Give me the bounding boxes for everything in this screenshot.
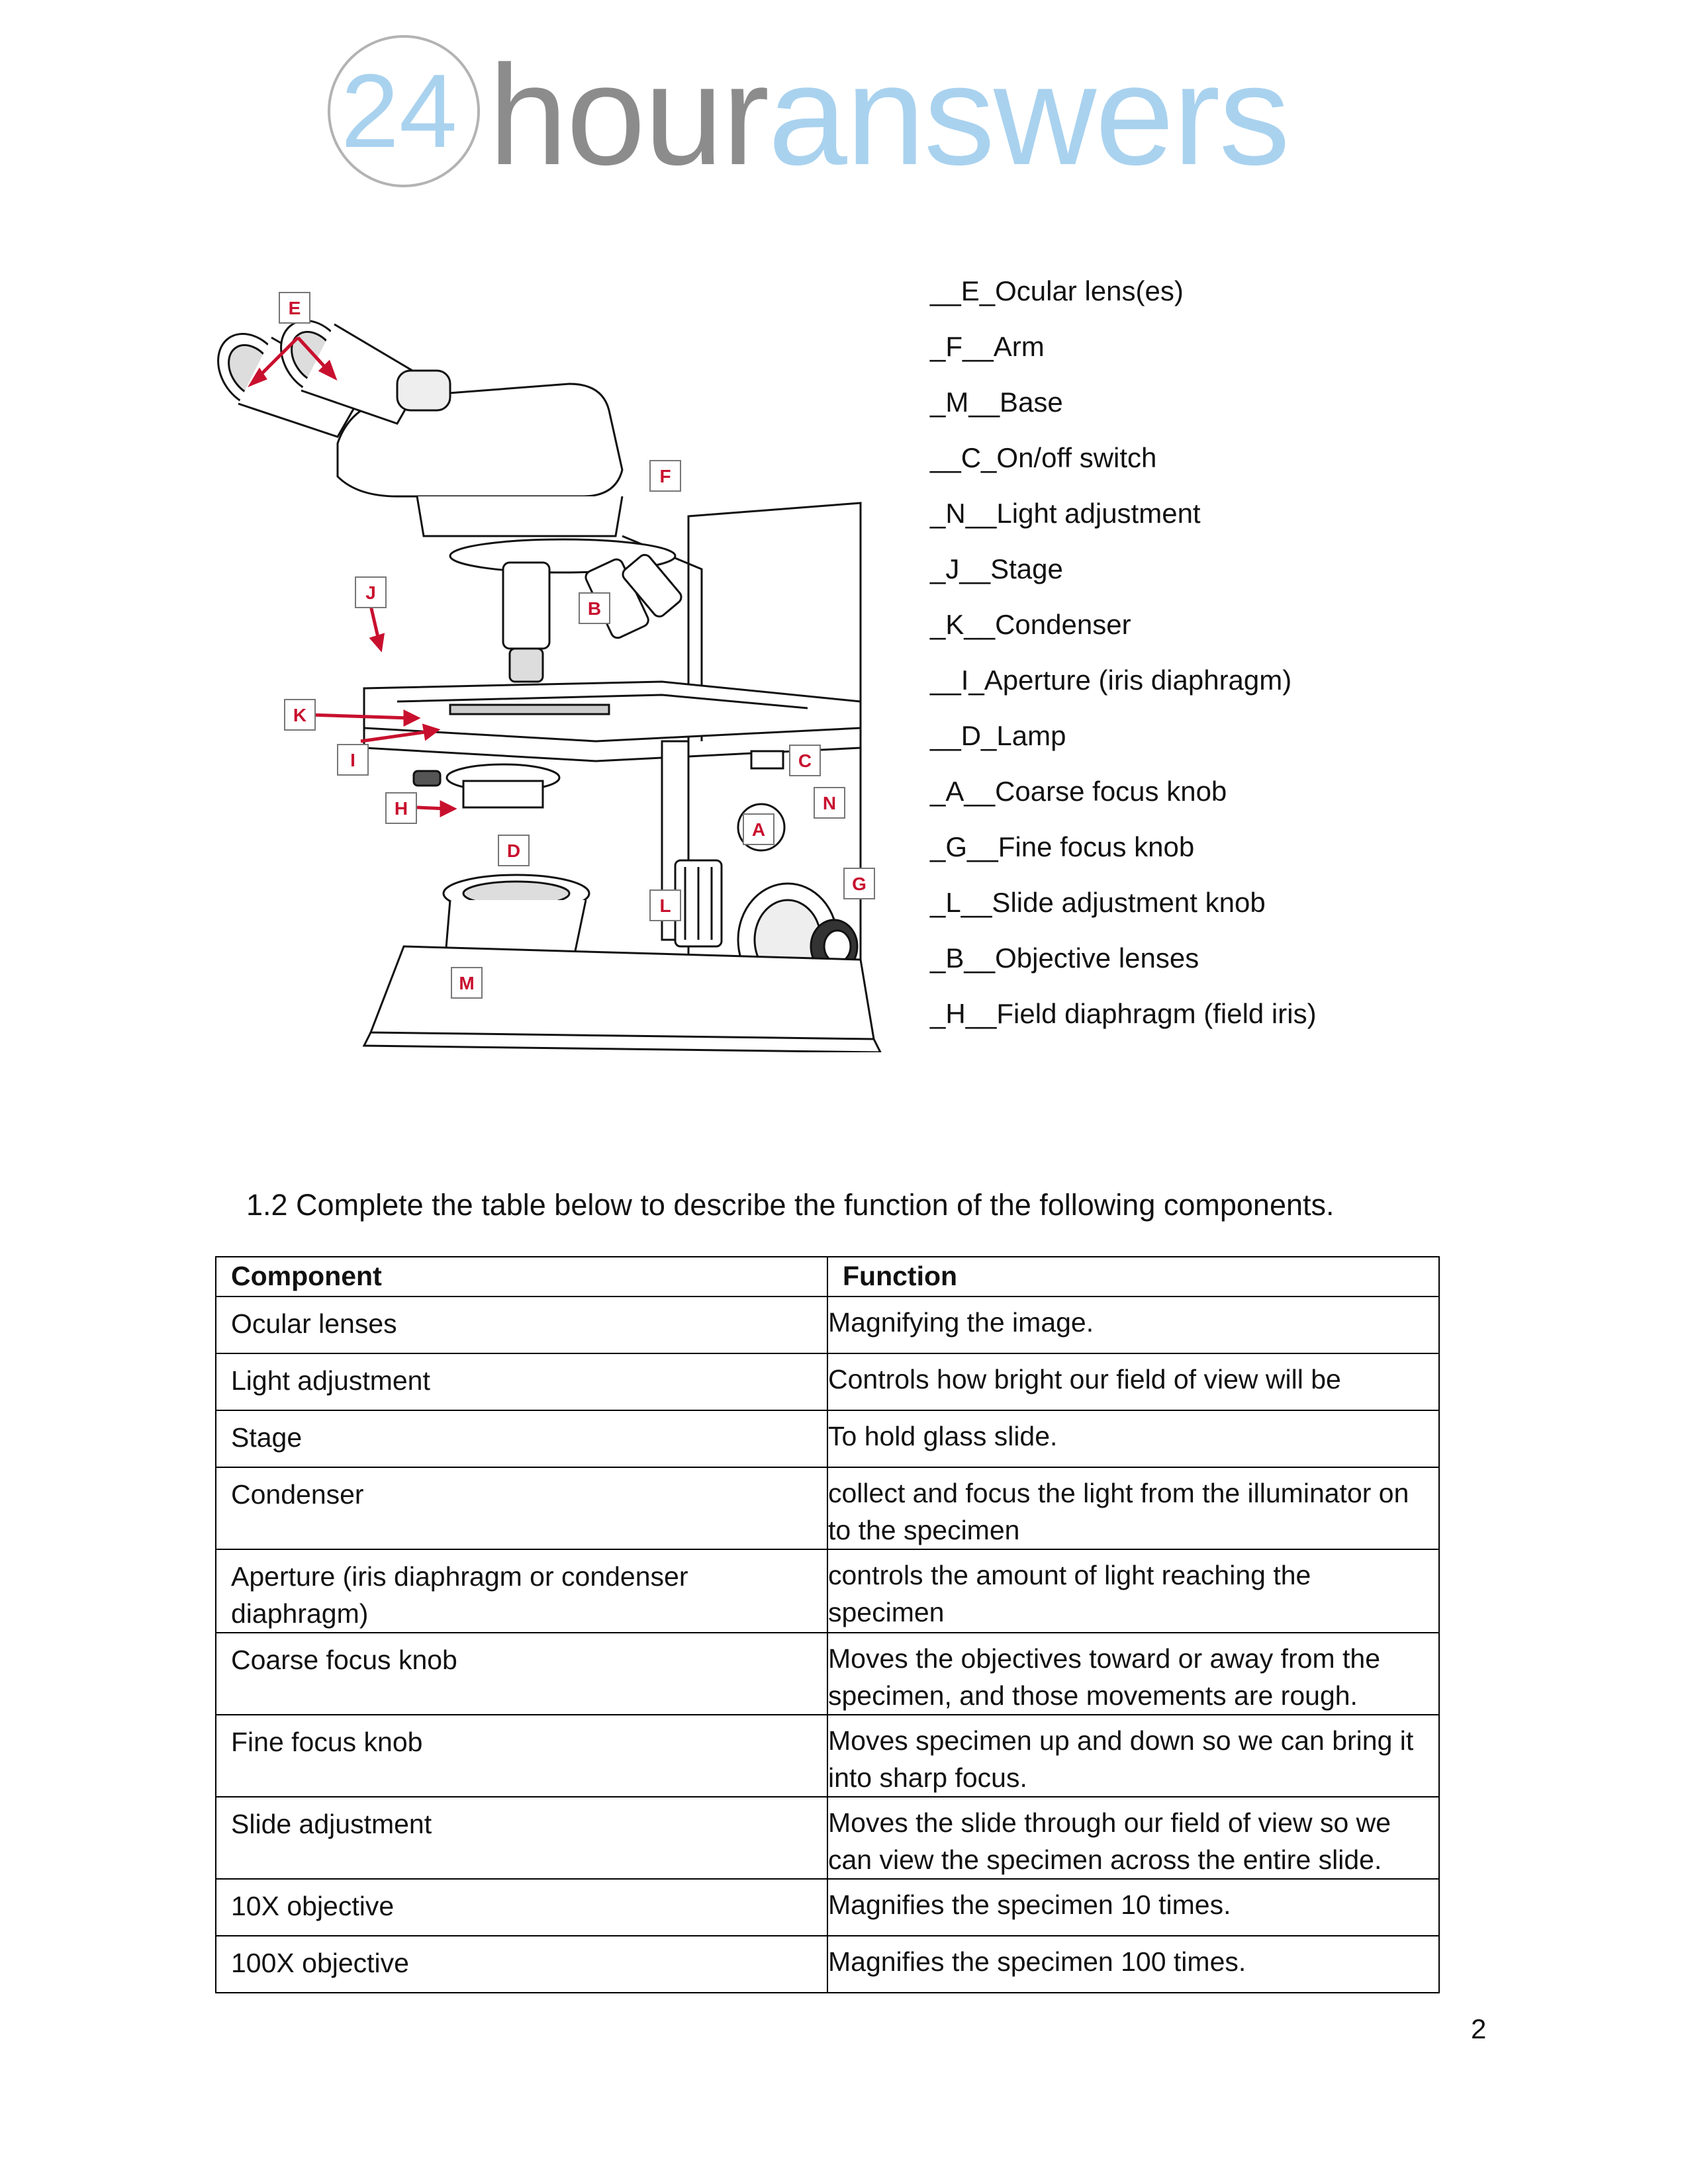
answer-line: _J__Stage (930, 553, 1063, 584)
table-cell-function: Controls how bright our field of view wi… (827, 1353, 1440, 1411)
table-cell-function: Magnifies the specimen 10 times. (827, 1878, 1440, 1936)
diagram-label-e: E (289, 298, 301, 318)
answer-line: _H__Field diaphragm (field iris) (930, 998, 1317, 1029)
table-cell-component: Aperture (iris diaphragm or condenser di… (215, 1549, 828, 1633)
table-row: Condenser collect and focus the light fr… (215, 1467, 1440, 1550)
table-cell-function: Moves the slide through our field of vie… (827, 1796, 1440, 1880)
table-cell-function: Moves specimen up and down so we can bri… (827, 1714, 1440, 1797)
diagram-label-i: I (350, 750, 355, 770)
diagram-label-a: A (752, 819, 765, 840)
diagram-label-f: F (659, 466, 671, 486)
table-row: Coarse focus knob Moves the objectives t… (215, 1632, 1440, 1715)
diagram-label-j: J (365, 582, 376, 603)
table-row: Fine focus knob Moves specimen up and do… (215, 1714, 1440, 1797)
answer-line: __E_Ocular lens(es) (930, 275, 1184, 306)
answer-line: _K__Condenser (930, 609, 1131, 640)
table-cell-component: Coarse focus knob (215, 1632, 828, 1715)
slide-adjustment-knob-icon (674, 859, 723, 948)
page-number: 2 (1471, 2013, 1487, 2044)
question-text: 1.2 Complete the table below to describe… (246, 1188, 1335, 1222)
table-cell-component: 100X objective (215, 1935, 828, 1993)
table-cell-function: Moves the objectives toward or away from… (827, 1632, 1440, 1715)
table-header-component: Component (215, 1256, 828, 1297)
diagram-label-n: N (823, 793, 836, 813)
table-row: Slide adjustment Moves the slide through… (215, 1796, 1440, 1880)
table-cell-component: Fine focus knob (215, 1714, 828, 1797)
logo-word-answers: answers (768, 35, 1289, 192)
condenser-icon (412, 763, 561, 809)
table-cell-function: collect and focus the light from the ill… (827, 1467, 1440, 1550)
table-cell-component: 10X objective (215, 1878, 828, 1936)
logo-number: 24 (341, 53, 457, 169)
stage-icon (363, 680, 862, 762)
on-off-switch-icon (750, 750, 784, 770)
logo: 24 houranswers (324, 33, 1317, 192)
svg-text:houranswers: houranswers (489, 35, 1289, 192)
objective-lens-icon (449, 538, 682, 683)
table-cell-component: Stage (215, 1410, 828, 1468)
table-cell-component: Condenser (215, 1467, 828, 1550)
answer-line: _M__Base (930, 387, 1063, 418)
table-row: Aperture (iris diaphragm or condenser di… (215, 1549, 1440, 1633)
logo-word-hour: hour (489, 35, 768, 192)
table-row: 100X objective Magnifies the specimen 10… (215, 1935, 1440, 1993)
answer-line: _G__Fine focus knob (930, 831, 1195, 862)
diagram-label-k: K (293, 705, 306, 725)
answer-list: __E_Ocular lens(es) _F__Arm _M__Base __C… (930, 273, 1592, 1051)
table-header-function: Function (827, 1256, 1440, 1297)
diagram-label-l: L (659, 895, 671, 916)
component-function-table: Component Function Ocular lenses Magnify… (215, 1256, 1440, 1993)
answer-line: _A__Coarse focus knob (930, 776, 1227, 807)
answer-line: _B__Objective lenses (930, 942, 1199, 974)
diagram-label-m: M (459, 973, 474, 993)
table-cell-function: Magnifying the image. (827, 1296, 1440, 1354)
diagram-label-g: G (852, 874, 867, 894)
table-cell-component: Slide adjustment (215, 1796, 828, 1880)
table-row: Stage To hold glass slide. (215, 1410, 1440, 1468)
table-cell-component: Ocular lenses (215, 1296, 828, 1354)
table-cell-function: To hold glass slide. (827, 1410, 1440, 1468)
diagram-label-h: H (395, 798, 408, 819)
base-icon (362, 945, 882, 1052)
answer-line: _F__Arm (930, 331, 1045, 362)
table-cell-function: Magnifies the specimen 100 times. (827, 1935, 1440, 1993)
answer-line: _L__Slide adjustment knob (930, 887, 1266, 918)
diagram-label-c: C (798, 751, 812, 771)
answer-line: __D_Lamp (930, 720, 1066, 751)
microscope-diagram: E F J B C K N I H D A G L M (199, 278, 894, 1052)
table-row: Ocular lenses Magnifying the image. (215, 1296, 1440, 1354)
table-cell-component: Light adjustment (215, 1353, 828, 1411)
answer-line: __C_On/off switch (930, 442, 1157, 473)
table-row: Light adjustment Controls how bright our… (215, 1353, 1440, 1411)
answer-line: __I_Aperture (iris diaphragm) (930, 664, 1292, 696)
table-cell-function: controls the amount of light reaching th… (827, 1549, 1440, 1633)
diagram-label-b: B (588, 598, 601, 619)
diagram-label-d: D (507, 841, 520, 861)
answer-line: _N__Light adjustment (930, 498, 1201, 529)
table-row: 10X objective Magnifies the specimen 10 … (215, 1878, 1440, 1936)
